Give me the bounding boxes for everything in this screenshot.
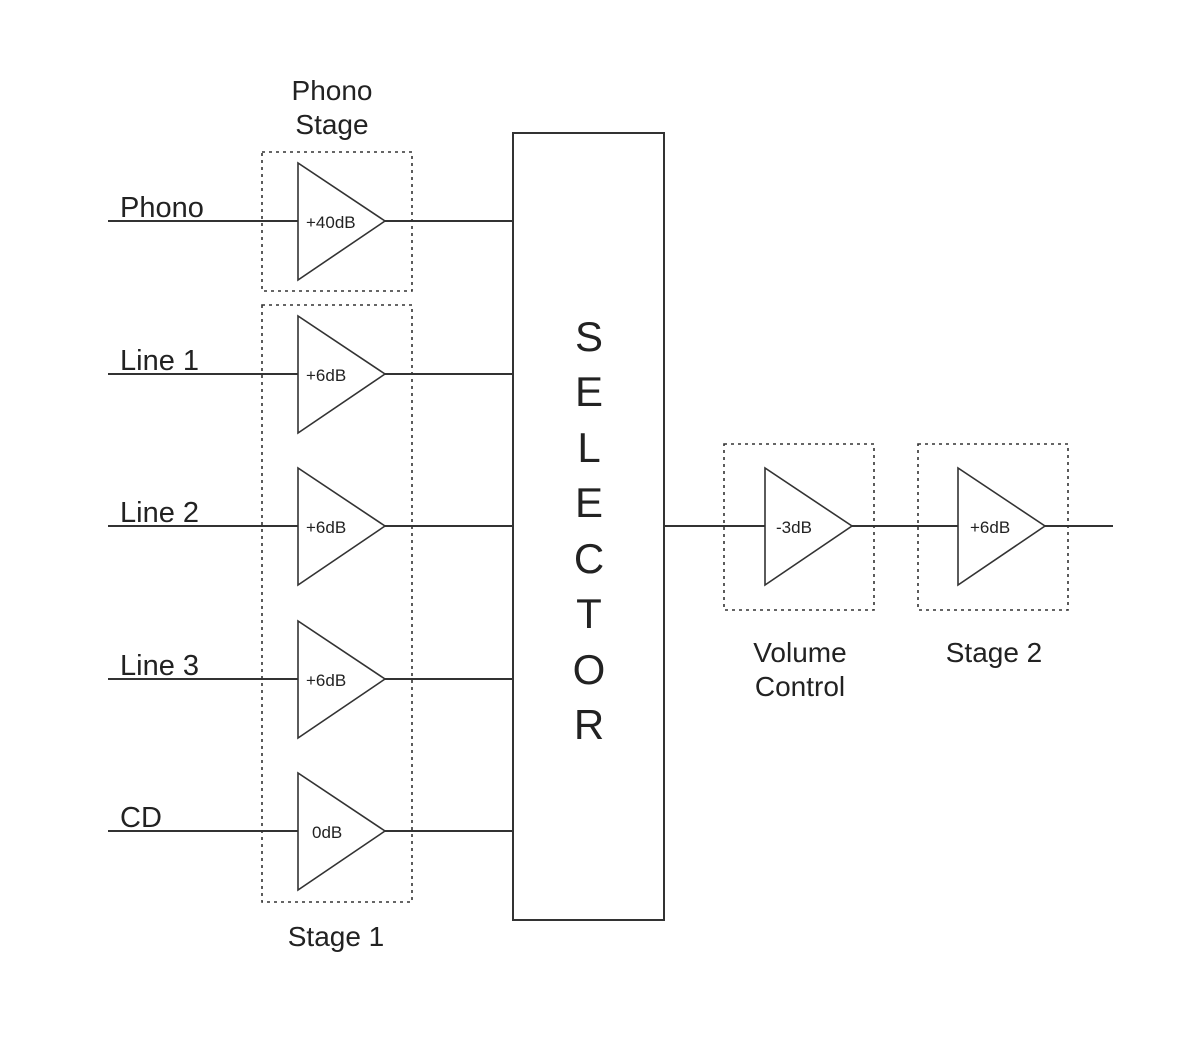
selector-letter: T (576, 590, 602, 637)
stage2-label: Stage 2 (946, 637, 1043, 668)
amplifier-triangle-icon (297, 161, 387, 282)
gain-label: +6dB (970, 518, 1010, 537)
selector-letter: L (577, 424, 600, 471)
selector-letter: E (575, 368, 603, 415)
gain-label: +6dB (306, 671, 346, 690)
amplifier-triangle-icon (297, 619, 387, 740)
input-label-cd: CD (120, 802, 162, 834)
amplifier-triangle-icon (297, 466, 387, 587)
input-label-line1: Line 1 (120, 345, 199, 377)
selector-letter: R (574, 701, 604, 748)
stage1-label: Stage 1 (288, 921, 385, 952)
selector-box (512, 132, 665, 921)
input-label-line2: Line 2 (120, 497, 199, 529)
input-label-line3: Line 3 (120, 650, 199, 682)
selector-letter: S (575, 313, 603, 360)
gain-label: +6dB (306, 366, 346, 385)
gain-label: -3dB (776, 518, 812, 537)
stage2-group (917, 443, 1069, 611)
selector-letter: O (573, 646, 606, 693)
stage1-group (261, 304, 413, 903)
gain-label: 0dB (312, 823, 342, 842)
amplifier-triangle-icon (957, 466, 1047, 587)
volume-control-group (723, 443, 875, 611)
amplifier-triangle-icon (297, 314, 387, 435)
phono-stage-group (261, 151, 413, 292)
amplifier-triangle-icon (764, 466, 854, 587)
phono-stage-label-line2: Stage (295, 109, 368, 140)
amplifier-triangle-icon (297, 771, 387, 892)
selector-label: S E L E C T O R (573, 313, 606, 748)
gain-label: +6dB (306, 518, 346, 537)
phono-stage-label-line1: Phono (292, 75, 373, 106)
gain-label: +40dB (306, 213, 356, 232)
volume-control-label-line1: Volume (753, 637, 846, 668)
selector-letter: C (574, 535, 604, 582)
input-label-phono: Phono (120, 192, 204, 224)
selector-letter: E (575, 479, 603, 526)
volume-control-label-line2: Control (755, 671, 845, 702)
